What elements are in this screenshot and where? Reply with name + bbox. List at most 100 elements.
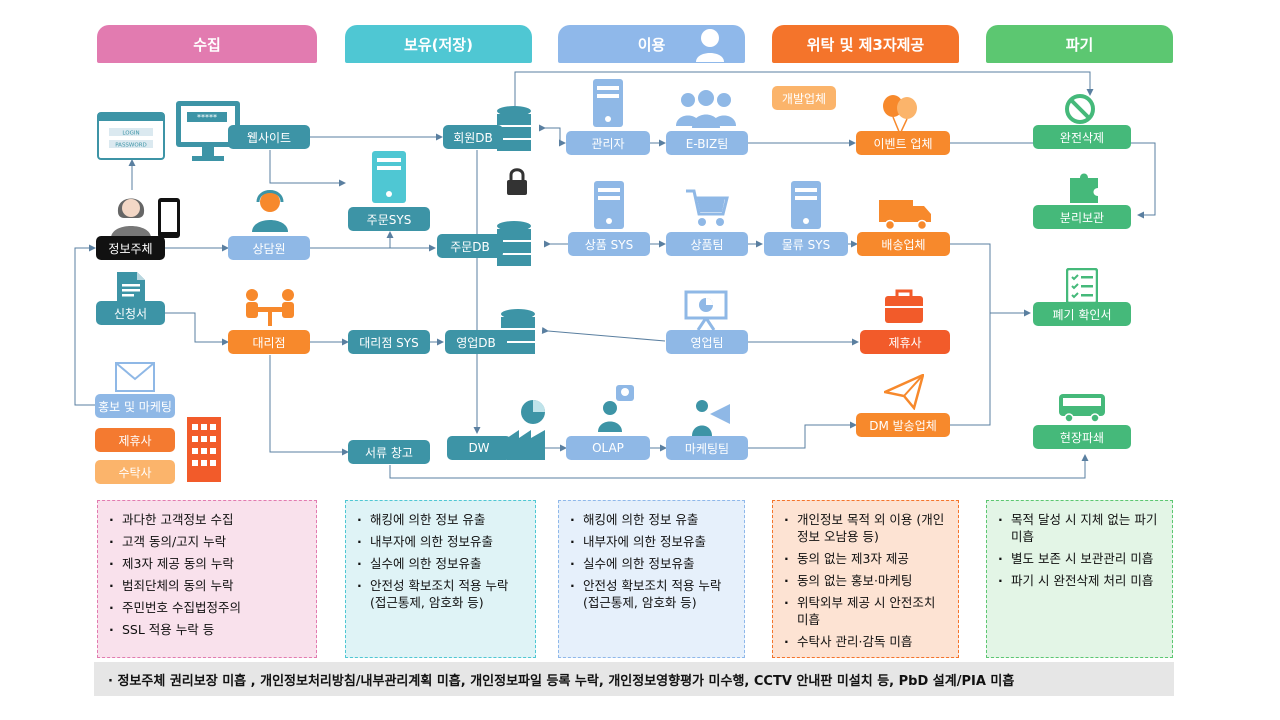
megaphone-icon — [692, 400, 730, 436]
puzzle-icon — [1070, 173, 1098, 203]
stage-header-retain: 보유(저장) — [345, 25, 532, 63]
node-logistics-sys-label: 물류 SYS — [781, 237, 831, 252]
meeting-icon — [246, 289, 294, 326]
risk-item: 개인정보 목적 외 이용 (개인정보 오남용 등) — [781, 511, 950, 545]
stage-header-collect: 수집 — [97, 25, 317, 63]
node-agency-label: 대리점 — [252, 335, 286, 350]
node-counselor-label: 상담원 — [252, 241, 286, 256]
bus-icon — [1059, 394, 1105, 423]
headset-agent-icon — [252, 190, 288, 232]
node-olap-label: OLAP — [592, 441, 624, 455]
risk-item: 고객 동의/고지 누락 — [106, 533, 308, 550]
login-field-text: LOGIN — [122, 131, 139, 137]
node-sales-team-label: 영업팀 — [690, 335, 724, 350]
stage-header-retain-label: 보유(저장) — [404, 35, 473, 54]
risk-item: 내부자에 의한 정보유출 — [567, 533, 736, 550]
node-ebiz-team: E-BIZ팀 — [666, 131, 748, 155]
stage-header-destroy-label: 파기 — [1065, 35, 1094, 54]
lock-icon — [507, 168, 527, 195]
database-icon — [497, 221, 531, 266]
server-icon — [593, 79, 623, 127]
node-separate-storage-label: 분리보관 — [1059, 210, 1105, 225]
node-website: 웹사이트 — [228, 125, 310, 149]
node-dm-company: DM 발송업체 — [856, 413, 950, 437]
cart-icon — [686, 189, 729, 226]
node-event-company: 이벤트 업체 — [856, 131, 950, 155]
node-website-label: 웹사이트 — [246, 130, 292, 145]
node-product-team: 상품팀 — [666, 232, 748, 256]
server-icon — [791, 181, 821, 229]
risk-item: 내부자에 의한 정보유출 — [354, 533, 527, 550]
risk-box-destroy: 목적 달성 시 지체 없는 파기 미흡 별도 보존 시 보관관리 미흡 파기 시… — [986, 500, 1173, 658]
login-screen-icon: LOGIN PASSWORD — [97, 112, 165, 160]
database-icon — [497, 106, 531, 151]
node-onsite-shred-label: 현장파쇄 — [1059, 430, 1105, 445]
node-admin: 관리자 — [566, 131, 650, 155]
building-icon — [187, 417, 221, 482]
node-order-db-label: 주문DB — [450, 239, 490, 254]
risk-item: 범죄단체의 동의 누락 — [106, 577, 308, 594]
node-marketing-team-label: 마케팅팀 — [684, 441, 730, 456]
risk-item: 파기 시 완전삭제 처리 미흡 — [995, 572, 1164, 589]
risk-item: 동의 없는 홍보·마케팅 — [781, 572, 950, 589]
risk-item: 제3자 제공 동의 누락 — [106, 555, 308, 572]
node-application-label: 신청서 — [113, 306, 148, 321]
risk-item: 안전성 확보조치 적용 누락 (접근통제, 암호화 등) — [567, 577, 736, 611]
risk-item: 해킹에 의한 정보 유출 — [567, 511, 736, 528]
risk-box-entrust: 개인정보 목적 외 이용 (개인정보 오남용 등) 동의 없는 제3자 제공 동… — [772, 500, 959, 658]
risk-box-use: 해킹에 의한 정보 유출 내부자에 의한 정보유출 실수에 의한 정보유출 안전… — [558, 500, 745, 658]
node-counselor: 상담원 — [228, 236, 310, 260]
node-doc-storage-label: 서류 창고 — [365, 445, 413, 460]
node-dw-label: DW — [468, 441, 490, 455]
node-admin-label: 관리자 — [591, 136, 625, 151]
phone-icon — [158, 198, 180, 238]
risk-item: 동의 없는 제3자 제공 — [781, 550, 950, 567]
node-agency-sys-label: 대리점 SYS — [359, 335, 419, 350]
node-dev-company-label: 개발업체 — [781, 91, 827, 106]
node-delivery-company-label: 배송업체 — [881, 237, 926, 252]
node-order-sys: 주문SYS — [348, 207, 430, 231]
node-contractor: 수탁사 — [95, 460, 175, 484]
node-subject: 정보주체 — [96, 236, 165, 260]
mail-icon — [115, 362, 155, 392]
checklist-icon — [1066, 268, 1098, 304]
risk-item: SSL 적용 누락 등 — [106, 621, 308, 638]
node-sales-db-label: 영업DB — [456, 335, 496, 350]
node-agency: 대리점 — [228, 330, 310, 354]
node-marketing-team: 마케팅팀 — [666, 436, 748, 460]
node-agency-sys: 대리점 SYS — [348, 330, 430, 354]
node-olap: OLAP — [566, 436, 650, 460]
node-sales-db: 영업DB — [445, 330, 507, 354]
node-order-db: 주문DB — [437, 234, 503, 258]
node-dm-company-label: DM 발송업체 — [869, 418, 937, 433]
risk-box-retain: 해킹에 의한 정보 유출 내부자에 의한 정보유출 실수에 의한 정보유출 안전… — [345, 500, 536, 658]
node-product-sys: 상품 SYS — [568, 232, 650, 256]
risk-item: 목적 달성 시 지체 없는 파기 미흡 — [995, 511, 1164, 545]
password-field-text: PASSWORD — [115, 143, 147, 149]
node-dw: DW — [447, 436, 511, 460]
node-separate-storage: 분리보관 — [1033, 205, 1131, 229]
node-order-sys-label: 주문SYS — [366, 212, 412, 227]
node-contractor-label: 수탁사 — [118, 465, 152, 480]
footer-summary-text: · 정보주체 권리보장 미흡 , 개인정보처리방침/내부관리계획 미흡, 개인정… — [108, 673, 1015, 689]
node-member-db-label: 회원DB — [453, 130, 493, 145]
briefcase-icon — [885, 289, 923, 323]
team-icon — [676, 90, 736, 128]
stage-header-entrust-label: 위탁 및 제3자제공 — [806, 35, 925, 54]
server-icon — [594, 181, 624, 229]
presentation-icon — [684, 290, 728, 330]
node-promo-marketing: 홍보 및 마케팅 — [95, 394, 175, 418]
risk-item: 주민번호 수집법정주의 — [106, 599, 308, 616]
truck-icon — [879, 200, 931, 230]
node-affiliate-left-label: 제휴사 — [118, 433, 152, 448]
stage-header-entrust: 위탁 및 제3자제공 — [772, 25, 959, 63]
node-doc-storage: 서류 창고 — [348, 440, 430, 464]
masked-password-text: ***** — [197, 113, 217, 122]
node-affiliate-left: 제휴사 — [95, 428, 175, 452]
node-affiliate-right-label: 제휴사 — [888, 335, 922, 350]
node-product-team-label: 상품팀 — [690, 237, 724, 252]
footer-summary: · 정보주체 권리보장 미흡 , 개인정보처리방침/내부관리계획 미흡, 개인정… — [94, 662, 1174, 696]
node-product-sys-label: 상품 SYS — [584, 237, 634, 252]
node-onsite-shred: 현장파쇄 — [1033, 425, 1131, 449]
risk-item: 위탁외부 제공 시 안전조치 미흡 — [781, 594, 950, 628]
